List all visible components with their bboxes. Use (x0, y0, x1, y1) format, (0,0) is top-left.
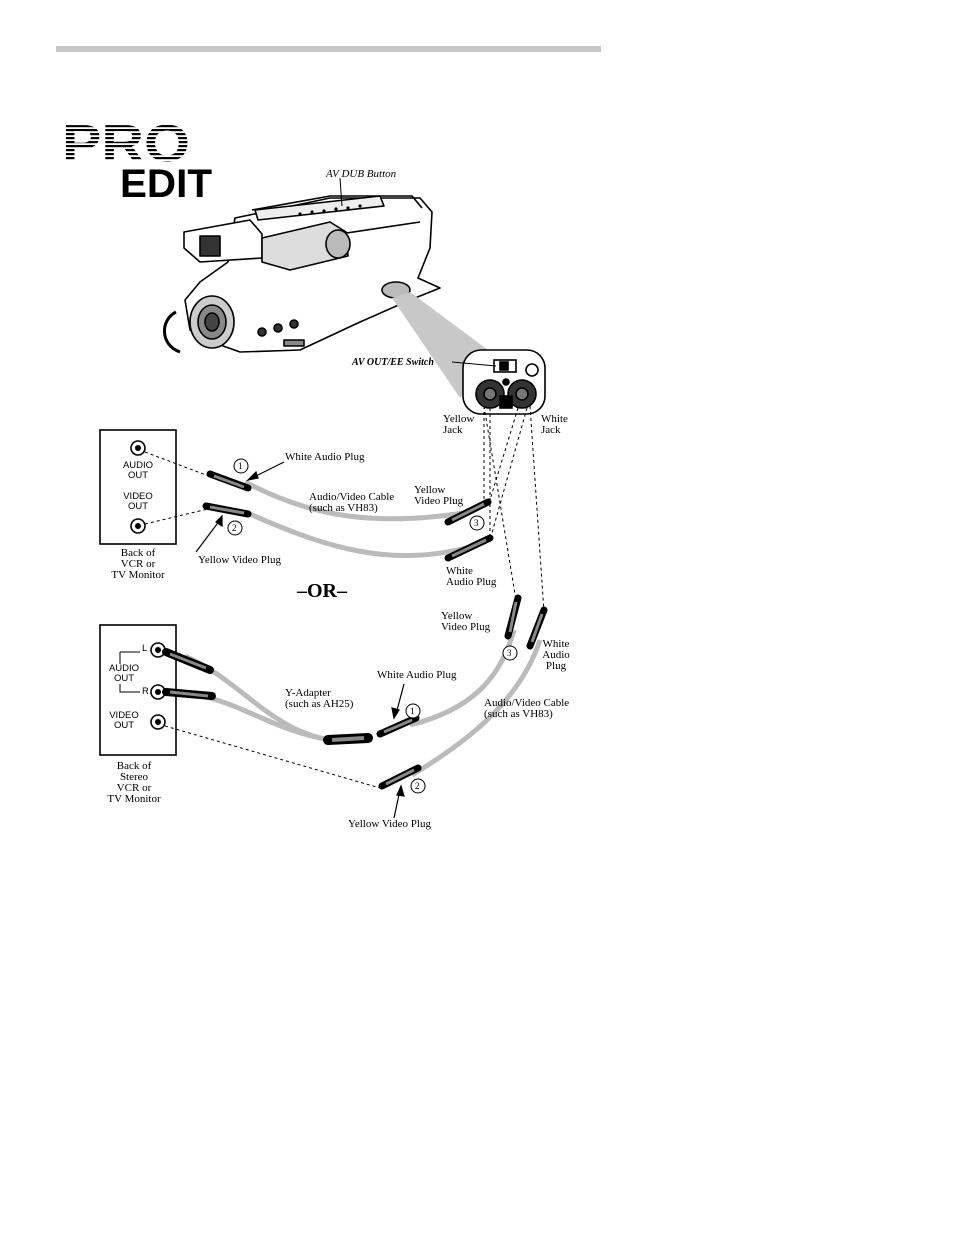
top-av-cable-label: Audio/Video Cable (such as VH83) (309, 491, 395, 514)
step-1-bottom: 1 (410, 706, 415, 716)
top-av-cable (202, 470, 494, 562)
top-panel-caption: Back of VCR or TV Monitor (111, 547, 165, 581)
bottom-yellow-video-plug-bottom-label: Yellow Video Plug (348, 818, 431, 830)
step-3-bottom: 3 (507, 648, 512, 658)
pro-edit-logo: PRO EDIT (62, 117, 212, 199)
step-1-top: 1 (238, 461, 243, 471)
av-dub-button-label: AV DUB Button (326, 168, 397, 180)
top-white-audio-plug-label: White Audio Plug (285, 451, 365, 463)
jack-panel-closeup (462, 349, 546, 415)
bottom-video-out-label: VIDEO OUT (109, 710, 139, 731)
bottom-white-audio-plug-label: White Audio Plug (377, 669, 457, 681)
top-video-out-label: VIDEO OUT (123, 491, 153, 512)
step-3-top: 3 (474, 518, 479, 528)
bottom-white-audio-plug-right-label: White Audio Plug (542, 638, 570, 672)
step-2-top: 2 (232, 523, 237, 533)
bottom-yellow-video-plug-right-label: Yellow Video Plug (441, 610, 491, 633)
yellow-jack-label: Yellow Jack (443, 413, 475, 436)
white-jack-label: White Jack (541, 413, 568, 436)
top-audio-out-label: AUDIO OUT (122, 460, 154, 481)
top-yellow-video-plug-bottom-label: Yellow Video Plug (198, 554, 281, 566)
step-markers-bottom (405, 645, 518, 794)
or-separator: –OR– (297, 580, 347, 602)
logo-pro-text: PRO (62, 117, 190, 173)
bottom-left-channel-label: L (142, 643, 148, 654)
top-yellow-video-plug-right-label: Yellow Video Plug (414, 484, 464, 507)
y-adapter (162, 648, 373, 745)
top-white-audio-plug-right-label: White Audio Plug (446, 565, 497, 588)
logo-edit-text: EDIT (120, 162, 212, 199)
step-2-bottom: 2 (415, 781, 420, 791)
camcorder (163, 195, 441, 354)
bottom-av-cable-label: Audio/Video Cable (such as VH83) (484, 697, 570, 720)
av-out-switch-label: AV OUT/EE Switch (352, 357, 434, 368)
bottom-audio-out-label: AUDIO OUT (108, 663, 140, 684)
y-adapter-label: Y-Adapter (such as AH25) (285, 687, 354, 710)
header-rule (56, 46, 601, 52)
bottom-right-channel-label: R (142, 686, 149, 697)
step-markers-top (227, 458, 485, 536)
bottom-panel-caption: Back of Stereo VCR or TV Monitor (107, 760, 161, 805)
bottom-av-cable (376, 594, 548, 790)
